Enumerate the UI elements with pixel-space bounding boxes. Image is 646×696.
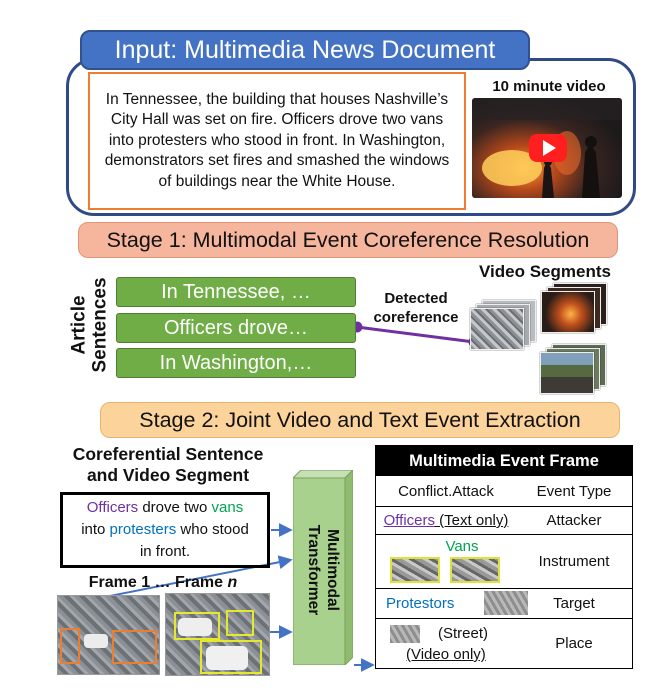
event-frame-row-attacker: Officers (Text only) Attacker: [376, 506, 632, 534]
word-protesters: protesters: [109, 521, 177, 538]
frame-n-image: [165, 593, 270, 676]
instrument-vans: Vans: [445, 538, 479, 555]
stage2-banner: Stage 2: Joint Video and Text Event Extr…: [100, 402, 620, 438]
coreferential-sentence-box: Officers drove two vans into protesters …: [60, 492, 270, 568]
event-frame-row-place: (Street) (Video only) Place: [376, 618, 632, 668]
frame-range-text: Frame 1 … Frame: [88, 574, 228, 591]
place-argument: (Street) (Video only): [376, 619, 516, 668]
video-segment-stack-fire: [541, 283, 607, 333]
play-icon: [543, 140, 556, 156]
target-protestors: Protestors: [386, 595, 455, 612]
frame-n-car-top: [178, 618, 212, 636]
event-frame-row-target: Protestors Target: [376, 588, 632, 618]
frame-1-bbox-left: [60, 628, 80, 664]
attacker-role: Attacker: [546, 512, 602, 529]
frame-range-label: Frame 1 … Frame n: [58, 573, 268, 593]
target-argument: Protestors: [376, 589, 528, 618]
sentence-box-washington: In Washington,…: [116, 348, 356, 378]
coreferential-sentence: Officers drove two vans into protesters …: [81, 497, 249, 563]
frame-1-image: [57, 595, 160, 675]
instrument-image-2: [450, 557, 500, 583]
article-text-box: In Tennessee, the building that houses N…: [88, 72, 466, 210]
event-frame-row-instrument: Vans Instrument: [376, 534, 632, 588]
place-image: [390, 625, 420, 643]
stage1-banner: Stage 1: Multimodal Event Coreference Re…: [78, 222, 618, 258]
video-segment-stack-crowd: [470, 300, 536, 350]
place-role: Place: [555, 635, 593, 652]
word-into: into: [81, 521, 110, 538]
coreference-link-line: [356, 325, 475, 344]
target-role: Target: [553, 595, 595, 612]
article-sentences-label: Article Sentences: [60, 270, 120, 380]
event-frame-table: [375, 445, 633, 669]
instrument-role: Instrument: [538, 553, 610, 570]
event-frame-header: Multimedia Event Frame: [376, 446, 632, 476]
coreferential-title: Coreferential Sentence and Video Segment: [72, 444, 264, 485]
target-image: [484, 591, 528, 615]
video-scene: [472, 98, 622, 198]
attacker-text-only: (Text only): [435, 512, 509, 529]
frame-n-bbox-bottom: [200, 640, 262, 674]
attacker-argument: Officers (Text only): [376, 507, 516, 534]
instrument-argument: Vans: [376, 535, 516, 588]
article-sentences-text: Article Sentences: [69, 277, 112, 373]
word-vans: vans: [211, 499, 244, 516]
word-drove-two: drove two: [138, 499, 212, 516]
multimodal-transformer-text: Multimodal Transformer: [305, 524, 342, 616]
place-street: (Street): [438, 625, 489, 642]
detected-coreference-label: Detected coreference: [373, 290, 459, 326]
event-type-value: Conflict.Attack: [398, 482, 494, 500]
frame-1-car: [84, 634, 108, 648]
multimodal-transformer-block: [293, 470, 353, 665]
word-who-stood: who stood: [176, 521, 249, 538]
play-button[interactable]: [529, 134, 567, 162]
attacker-officers: Officers: [383, 512, 436, 529]
video-caption: 10 minute video: [492, 77, 606, 95]
multimodal-transformer-label: Multimodal Transformer: [293, 476, 353, 664]
input-title: Input: Multimedia News Document: [80, 30, 530, 70]
sentence-box-tennessee: In Tennessee, …: [116, 277, 356, 307]
sentence-box-officers: Officers drove…: [116, 313, 356, 343]
frame-1-bbox-right: [112, 630, 157, 664]
word-in-front: in front.: [139, 543, 190, 560]
event-type-label: Event Type: [536, 482, 612, 500]
frame-n-bbox-top: [174, 612, 220, 640]
place-video-only: (Video only): [406, 646, 486, 663]
frame-n-car-bottom: [206, 646, 248, 670]
video-segments-title: Video Segments: [479, 262, 611, 281]
event-frame-row-type: Conflict.Attack Event Type: [376, 476, 632, 506]
frame-n-bbox-right: [226, 610, 254, 636]
frame-n-italic: n: [227, 574, 238, 591]
word-officers: Officers: [86, 499, 139, 516]
instrument-image-1: [390, 557, 440, 583]
article-text: In Tennessee, the building that houses N…: [104, 90, 450, 190]
video-segment-stack-demonstration: [540, 344, 606, 394]
